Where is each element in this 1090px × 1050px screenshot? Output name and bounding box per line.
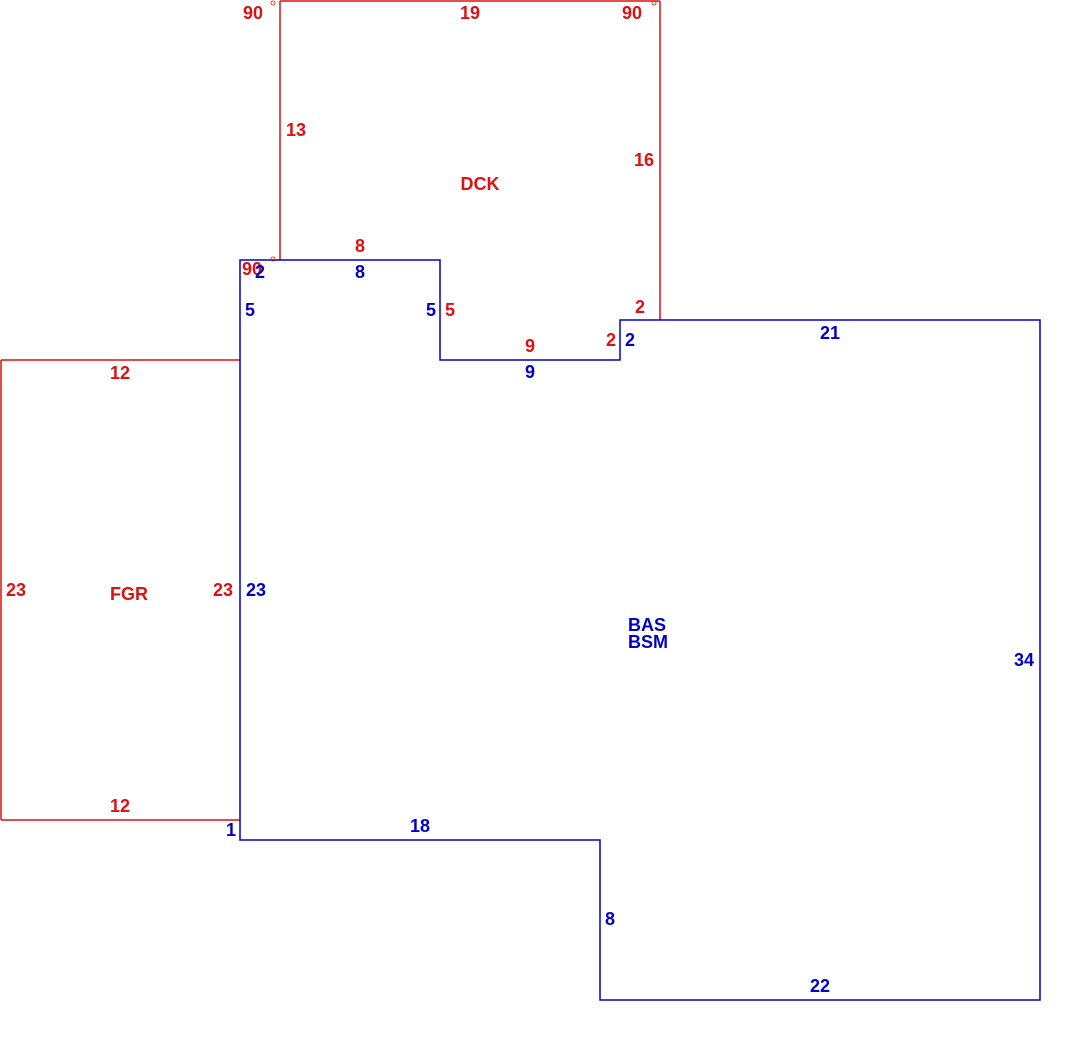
bas-dim-top-right: 21	[820, 323, 840, 343]
fgr-outline	[0, 359, 240, 821]
dck-dim-top: 19	[460, 3, 480, 23]
fgr-dim-top: 12	[110, 363, 130, 383]
bas-dim-top-seg: 8	[355, 262, 365, 282]
dck-dim-step: 2	[606, 330, 616, 350]
fgr-dim-right: 23	[213, 580, 233, 600]
bas-dim-bottom-right: 22	[810, 976, 830, 996]
bas-dim-left-upper: 5	[245, 300, 255, 320]
bas-dim-right: 34	[1014, 650, 1034, 670]
dck-dim-right-lower: 2	[635, 297, 645, 317]
dck-outline	[279, 0, 661, 320]
bas-dim-notch-side: 5	[426, 300, 436, 320]
bas-outline	[239, 259, 1041, 1001]
bas-dim-notch-bottom: 9	[525, 362, 535, 382]
fgr-dim-left: 23	[6, 580, 26, 600]
fgr-area-label: FGR	[110, 584, 148, 604]
dck-dim-notch-bottom: 9	[525, 336, 535, 356]
dck-area-label: DCK	[461, 174, 500, 194]
dck-dim-left: 13	[286, 120, 306, 140]
angle-label-top-right: 90	[622, 3, 642, 23]
dck-dim-right: 16	[634, 150, 654, 170]
angle-marker-top-left	[270, 0, 276, 6]
angle-label-bottom-left: 90	[242, 259, 262, 279]
bas-dim-top-left: 2	[255, 262, 265, 282]
angle-label-top-left: 90	[243, 3, 263, 23]
angle-marker-bottom-left	[270, 256, 276, 262]
dck-dim-bottom-seg: 8	[355, 236, 365, 256]
bsm-area-label: BSM	[628, 632, 668, 652]
bas-dim-bottom-left-step: 1	[226, 820, 236, 840]
bas-dim-step: 2	[625, 330, 635, 350]
dck-dim-notch-side: 5	[445, 300, 455, 320]
bas-dim-bottom-left: 18	[410, 816, 430, 836]
bas-dim-left: 23	[246, 580, 266, 600]
angle-marker-top-right	[651, 0, 657, 6]
fgr-dim-bottom: 12	[110, 796, 130, 816]
bas-dim-bottom-step: 8	[605, 909, 615, 929]
bas-area-label: BAS	[628, 615, 666, 635]
